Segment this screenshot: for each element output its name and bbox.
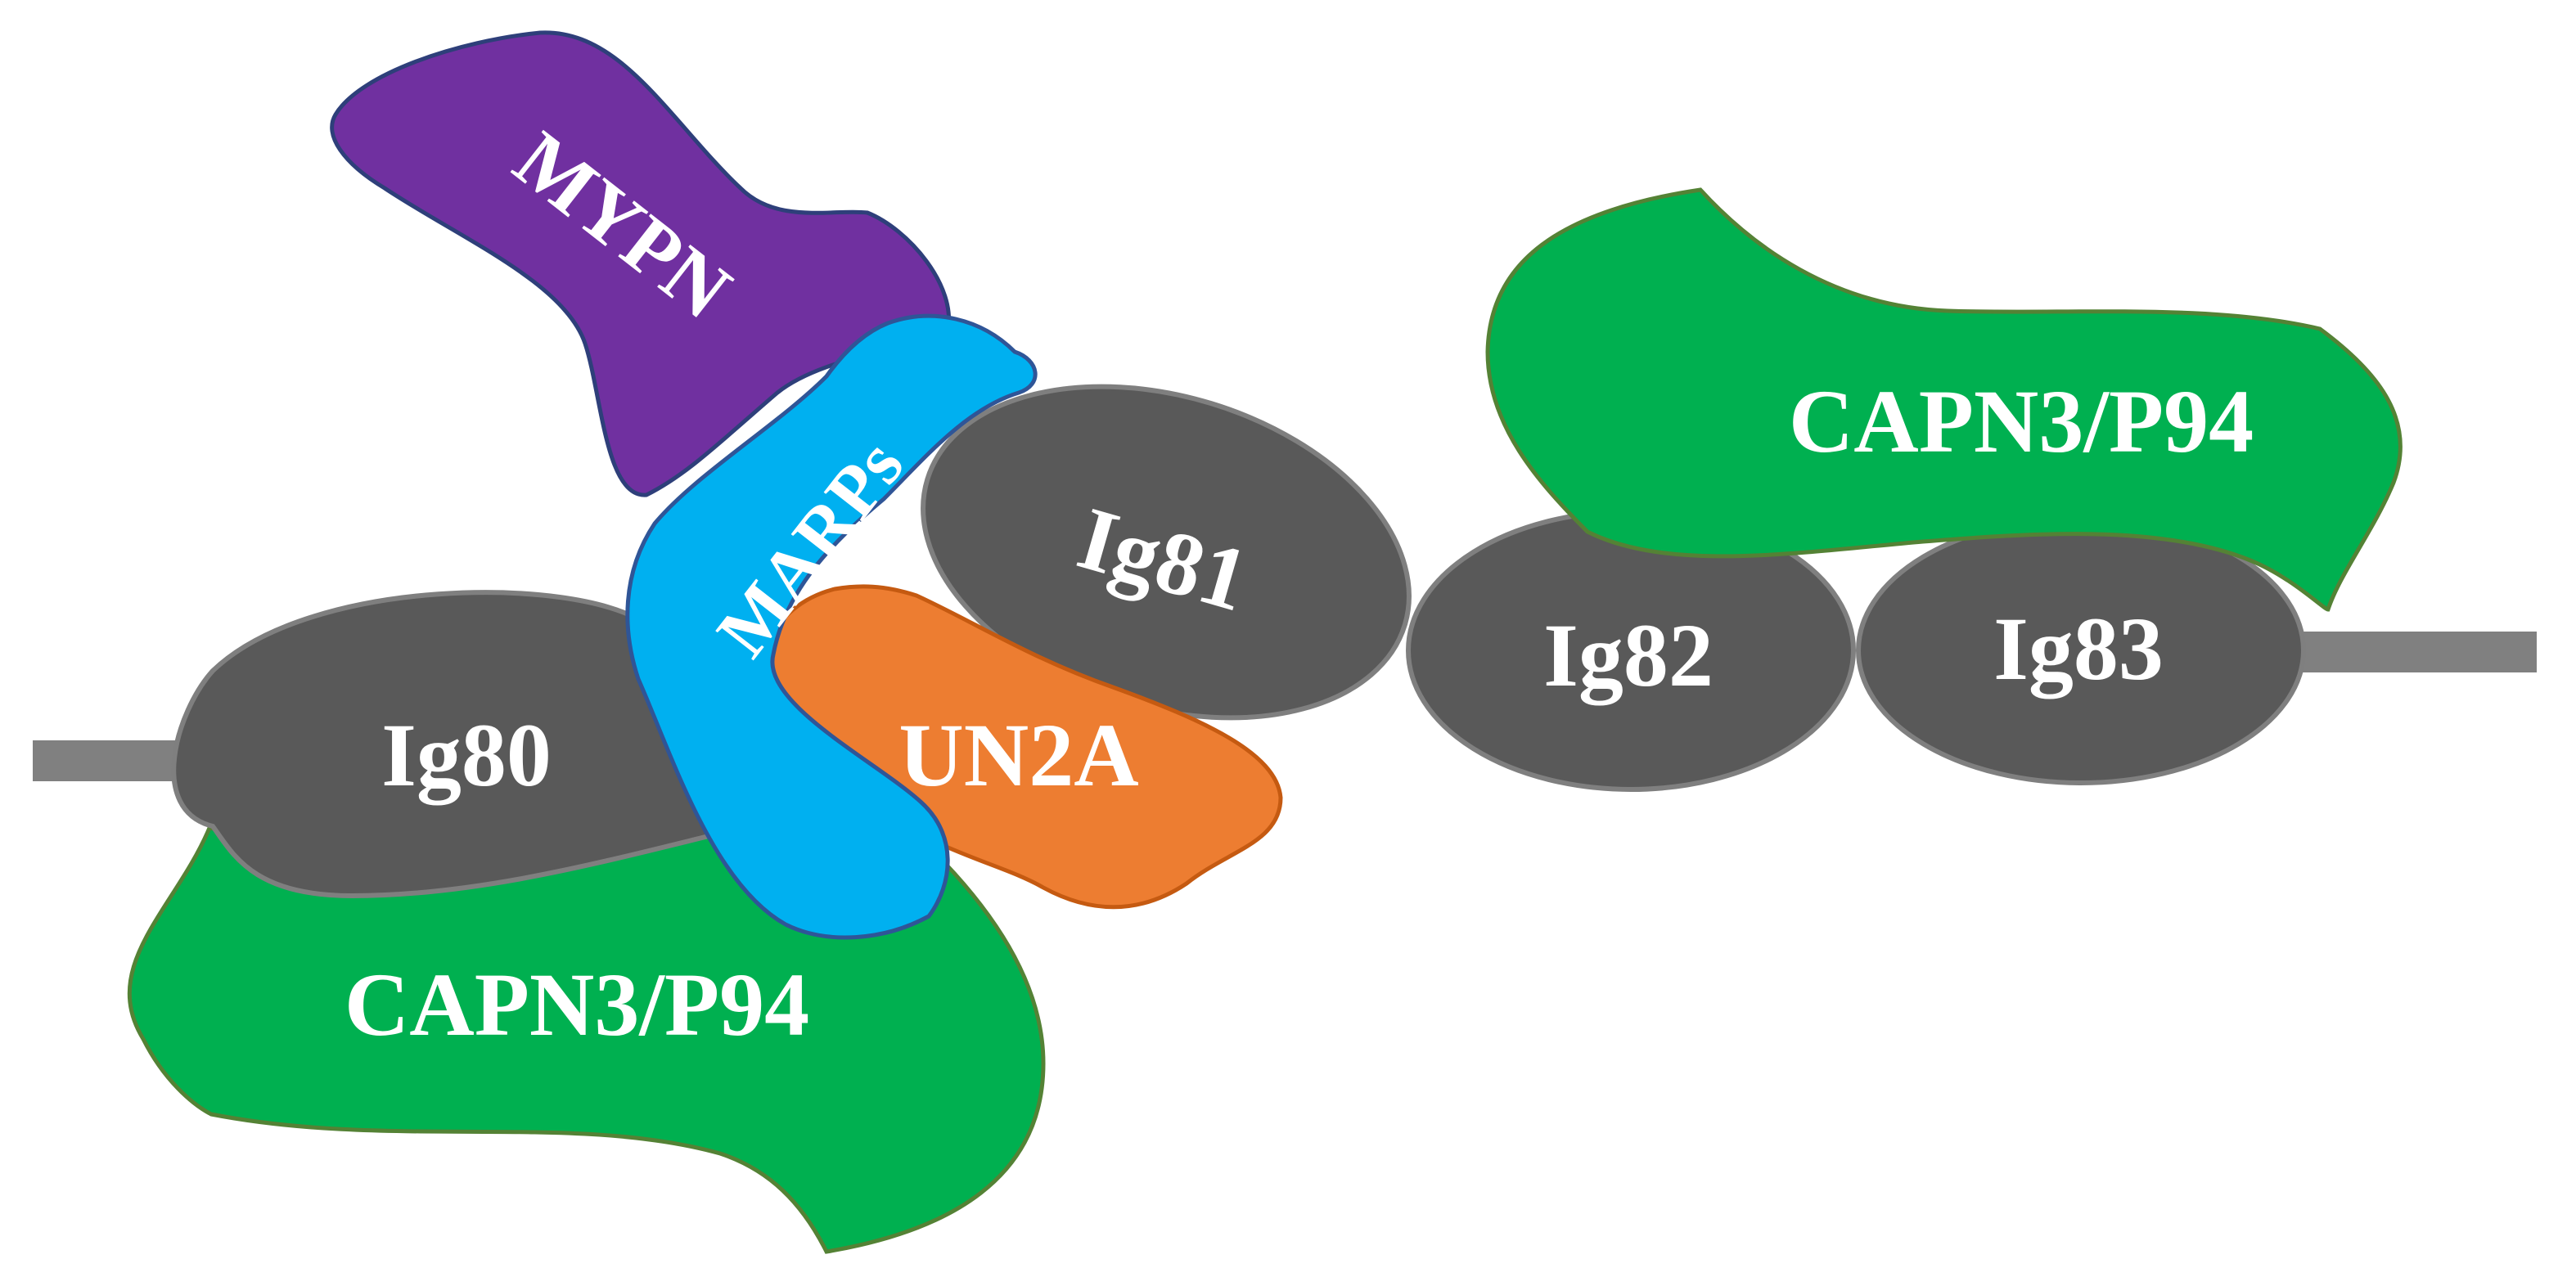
capn3-right-label: CAPN3/P94 [1789,371,2254,471]
ig82-label: Ig82 [1543,605,1714,705]
ig83-label: Ig83 [1993,599,2164,699]
titin-linker-right [2291,632,2537,672]
capn3-right-shape [1485,187,2403,612]
capn3-left-label: CAPN3/P94 [345,955,809,1054]
titin-linker-left [33,740,184,781]
marps-shape [625,313,1038,940]
un2a-label: UN2A [898,705,1138,805]
ig80-label: Ig80 [381,705,552,805]
